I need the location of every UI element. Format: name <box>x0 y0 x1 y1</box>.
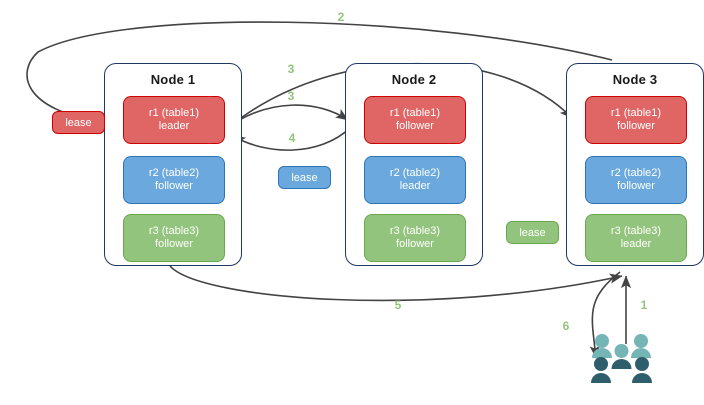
replica-name: r2 (table2) <box>148 167 200 179</box>
replica-role: follower <box>617 180 655 192</box>
replica-name: r2 (table2) <box>389 167 441 179</box>
step-label-3b: 3 <box>287 89 295 103</box>
replica-name: r3 (table3) <box>610 225 662 237</box>
replica-box-r3[interactable]: r3 (table3) leader <box>585 214 687 262</box>
replica-role: follower <box>155 238 193 250</box>
step-label-4: 4 <box>288 131 296 145</box>
lease-label: lease <box>291 171 318 184</box>
step-label-2: 2 <box>337 10 345 24</box>
replica-box-r2[interactable]: r2 (table2) follower <box>123 156 225 204</box>
lease-chip-blue[interactable]: lease <box>278 166 331 189</box>
node-title: Node 3 <box>612 72 658 87</box>
replica-role: leader <box>158 120 190 132</box>
replica-role: follower <box>617 120 655 132</box>
lease-chip-green[interactable]: lease <box>506 221 559 244</box>
step-label-6: 6 <box>562 319 570 333</box>
replica-box-r3[interactable]: r3 (table3) follower <box>364 214 466 262</box>
lease-label: lease <box>519 226 546 239</box>
replica-name: r1 (table1) <box>610 107 662 119</box>
replica-name: r3 (table3) <box>148 225 200 237</box>
replica-box-r2[interactable]: r2 (table2) leader <box>364 156 466 204</box>
replica-box-r2[interactable]: r2 (table2) follower <box>585 156 687 204</box>
edge-4 <box>232 127 351 151</box>
node-title: Node 2 <box>391 72 437 87</box>
replica-role: follower <box>155 180 193 192</box>
edge-6 <box>589 271 621 359</box>
edge-2 <box>26 21 613 126</box>
lease-label: lease <box>65 116 92 129</box>
step-label-1: 1 <box>640 298 648 312</box>
edge-5 <box>169 265 623 302</box>
replica-role: follower <box>396 238 434 250</box>
replica-role: leader <box>399 180 431 192</box>
replica-name: r1 (table1) <box>148 107 200 119</box>
lease-chip-red[interactable]: lease <box>52 111 105 134</box>
replica-box-r3[interactable]: r3 (table3) follower <box>123 214 225 262</box>
node-node1[interactable]: Node 1 r1 (table1) leader r2 (table2) fo… <box>104 63 242 266</box>
replica-role: leader <box>620 238 652 250</box>
replica-name: r1 (table1) <box>389 107 441 119</box>
replica-name: r3 (table3) <box>389 225 441 237</box>
node-node2[interactable]: Node 2 r1 (table1) follower r2 (table2) … <box>345 63 483 266</box>
step-label-3a: 3 <box>287 62 295 76</box>
replica-box-r1[interactable]: r1 (table1) leader <box>123 96 225 144</box>
people-group-icon <box>591 334 652 383</box>
step-label-5: 5 <box>394 298 402 312</box>
node-title: Node 1 <box>150 72 196 87</box>
edge-3-lower <box>227 104 349 128</box>
replica-box-r1[interactable]: r1 (table1) follower <box>364 96 466 144</box>
replica-role: follower <box>396 120 434 132</box>
replica-name: r2 (table2) <box>610 167 662 179</box>
node-node3[interactable]: Node 3 r1 (table1) follower r2 (table2) … <box>566 63 704 266</box>
replica-box-r1[interactable]: r1 (table1) follower <box>585 96 687 144</box>
